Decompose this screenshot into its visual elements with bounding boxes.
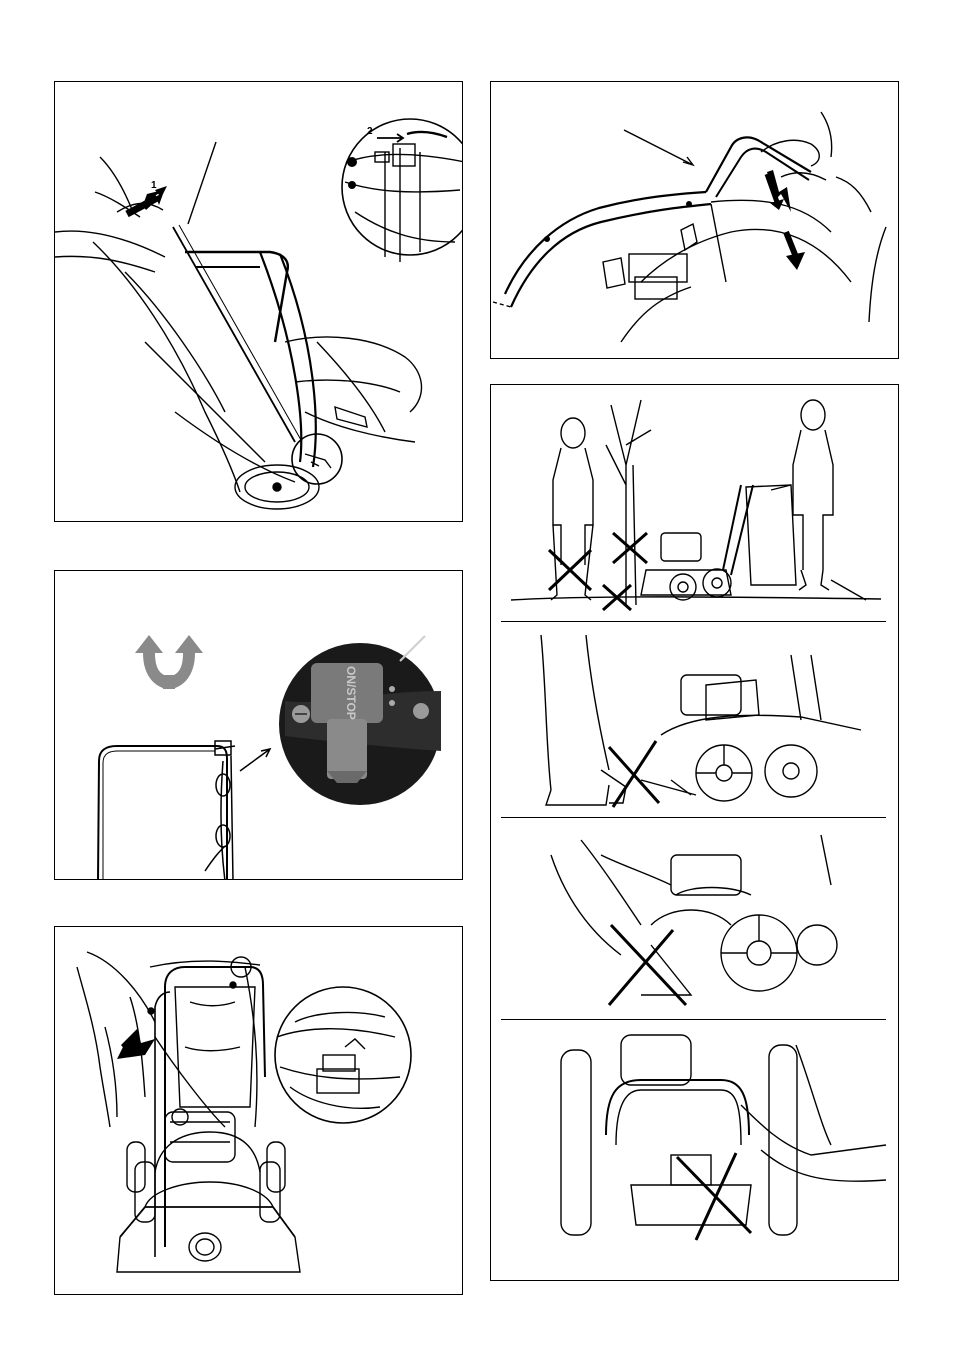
figure-panel-fold-handle	[490, 81, 899, 359]
figure-panel-safety-warnings	[490, 384, 899, 1281]
switch-label: ON/STOP	[344, 666, 358, 720]
prohibited-x-icon	[677, 1153, 751, 1240]
step-label-1: 1	[151, 180, 157, 191]
figure-panel-engage-lever	[54, 926, 463, 1295]
rotate-arrow-icon	[135, 635, 203, 689]
scene-hand-hazard	[551, 835, 837, 995]
warning-divider	[501, 621, 886, 622]
scene-foot-hazard	[541, 635, 861, 805]
safety-warnings-illustration	[491, 385, 899, 1281]
figure-panel-stop-switch: ON/STOP	[54, 570, 463, 880]
prohibited-x-icon	[609, 741, 659, 807]
switch-photo: ON/STOP	[279, 636, 441, 805]
warning-divider	[501, 817, 886, 818]
engage-lever-illustration	[55, 927, 463, 1295]
figure-panel-throttle-cable: 1 2	[54, 81, 463, 522]
prohibited-x-icon	[609, 925, 686, 1005]
throttle-cable-illustration: 1 2	[55, 82, 463, 522]
step-label-2: 2	[367, 126, 373, 137]
fold-handle-illustration	[491, 82, 899, 359]
warning-divider	[501, 1019, 886, 1020]
stop-switch-illustration: ON/STOP	[55, 571, 463, 880]
